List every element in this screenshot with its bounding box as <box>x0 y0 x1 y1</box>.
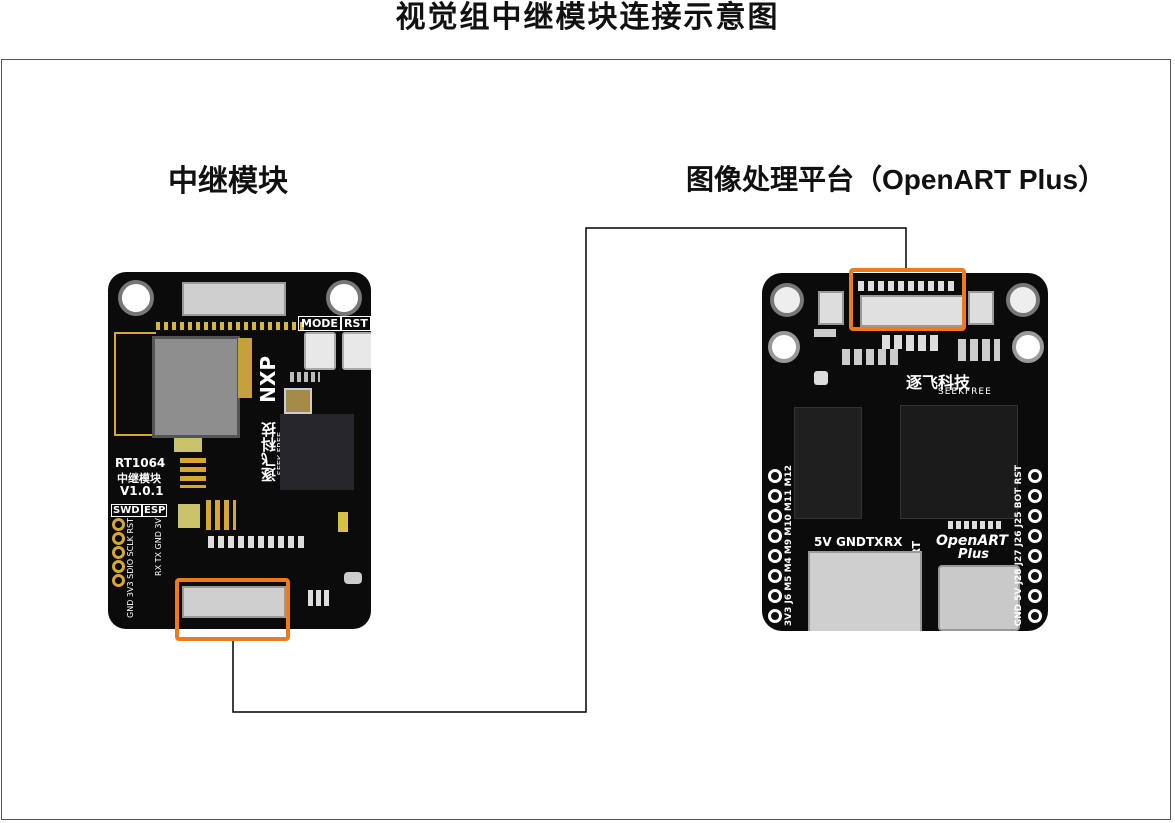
component <box>308 590 330 606</box>
resistor-row <box>882 335 942 351</box>
mode-label: MODE <box>298 316 341 331</box>
cable-path <box>232 227 907 713</box>
component <box>178 504 200 528</box>
processor-chip <box>900 405 1018 519</box>
mount-hole-icon <box>1006 283 1040 317</box>
header-pin <box>1028 469 1042 483</box>
model-text: RT1064 <box>115 456 166 470</box>
esp-label: ESP <box>142 504 168 517</box>
memory-chip <box>794 407 862 519</box>
header-pin <box>112 574 125 587</box>
uart-5v-label: 5V <box>814 535 832 549</box>
openart-connector-highlight <box>849 268 966 331</box>
mount-hole-icon <box>768 331 800 363</box>
header-pin <box>768 469 782 483</box>
rst-button <box>342 332 371 370</box>
component <box>814 371 828 385</box>
diagram-title: 视觉组中继模块连接示意图 <box>395 1 780 34</box>
header-pin <box>112 532 125 545</box>
resistor-row <box>948 521 1004 529</box>
mount-hole-icon <box>770 283 804 317</box>
resistor-row <box>958 339 1000 361</box>
product-name: OpenART <box>936 533 1008 549</box>
relay-module-label: 中继模块 <box>168 165 288 198</box>
header-pin <box>768 569 782 583</box>
led <box>338 512 348 532</box>
mcu-chip <box>280 414 354 490</box>
uart-rx-label: RX <box>884 535 903 549</box>
header-pin <box>768 589 782 603</box>
brand-logo: 逐飞科技 <box>906 373 971 392</box>
brand-en-logo: SEEKFREE <box>938 387 992 397</box>
pin-row <box>156 322 306 330</box>
header-pin <box>1028 489 1042 503</box>
header-pin <box>1028 529 1042 543</box>
uart-gnd-label: GND <box>836 535 866 549</box>
uart-connector <box>808 551 922 631</box>
bottom-ffc-connector <box>182 586 286 618</box>
header-pin <box>1028 589 1042 603</box>
openart-platform-label: 图像处理平台（OpenART Plus） <box>686 164 1107 195</box>
component <box>818 291 844 325</box>
header-pin <box>768 489 782 503</box>
header-pin <box>768 549 782 563</box>
header-pin <box>112 546 125 559</box>
relay-connector-highlight <box>175 578 290 641</box>
header-pin <box>768 529 782 543</box>
relay-module-board: MODE RST NXP 逐飞科技 SEEK FREE RT1064 中继模块 … <box>108 272 371 629</box>
header-pin <box>1028 549 1042 563</box>
header-pin <box>768 509 782 523</box>
pad-grid <box>206 500 236 530</box>
pin-row <box>858 281 958 291</box>
product-sub: Plus <box>958 547 989 562</box>
resistor-row <box>842 349 902 365</box>
usb-c-connector <box>938 565 1020 631</box>
rst-label: RST <box>341 316 371 331</box>
diagram-frame <box>1 59 1171 820</box>
uart-tx-label: TX <box>866 535 884 549</box>
mode-button <box>304 332 336 370</box>
component <box>968 291 994 325</box>
resistor-row <box>290 372 320 382</box>
header-pin <box>1028 609 1042 623</box>
mount-hole-icon <box>326 280 362 316</box>
component <box>238 338 252 398</box>
resistor-row <box>208 536 306 548</box>
header-pin <box>1028 509 1042 523</box>
name-text: 中继模块 <box>117 472 161 485</box>
openart-board: 逐飞科技 SEEKFREE 5V GND TX RX UART OpenART … <box>762 273 1048 631</box>
top-ffc-connector <box>860 295 964 327</box>
header-pin <box>112 560 125 573</box>
antenna-icon <box>114 332 156 436</box>
version-text: V1.0.1 <box>120 484 164 498</box>
component <box>814 329 836 337</box>
component <box>174 438 202 452</box>
crystal <box>284 388 312 414</box>
top-ffc-connector <box>182 282 286 316</box>
mount-hole-icon <box>1012 331 1044 363</box>
pad-grid <box>180 458 206 488</box>
swd-label: SWD <box>111 504 142 517</box>
header-pin <box>1028 569 1042 583</box>
header-pin <box>768 609 782 623</box>
component <box>344 572 362 584</box>
header-pin <box>112 518 125 531</box>
mount-hole-icon <box>118 280 154 316</box>
